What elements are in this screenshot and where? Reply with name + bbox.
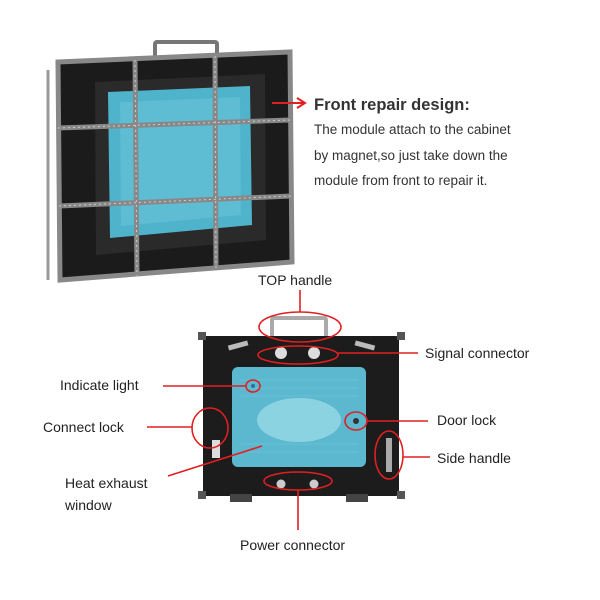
label-heat-exhaust-window: window bbox=[65, 497, 112, 513]
label-heat-exhaust: Heat exhaust bbox=[65, 475, 148, 491]
label-power-connector: Power connector bbox=[240, 537, 346, 553]
label-indicate-light: Indicate light bbox=[60, 377, 139, 393]
label-signal-connector: Signal connector bbox=[425, 345, 530, 361]
connect-lock-part bbox=[212, 440, 220, 458]
front-repair-line-3: module from front to repair it. bbox=[314, 173, 488, 188]
label-door-lock: Door lock bbox=[437, 412, 497, 428]
front-repair-title: Front repair design: bbox=[314, 96, 470, 114]
cabinet-front-view bbox=[46, 40, 295, 283]
label-connect-lock: Connect lock bbox=[43, 419, 124, 435]
label-top-handle: TOP handle bbox=[258, 272, 333, 288]
side-handle-part bbox=[386, 438, 392, 472]
front-repair-line-1: The module attach to the cabinet bbox=[314, 122, 511, 137]
cabinet-back-view bbox=[198, 316, 405, 502]
front-repair-line-2: by magnet,so just take down the bbox=[314, 148, 508, 163]
label-side-handle: Side handle bbox=[437, 450, 511, 466]
front-repair-arrow bbox=[272, 97, 307, 109]
callout-markers bbox=[147, 290, 430, 530]
